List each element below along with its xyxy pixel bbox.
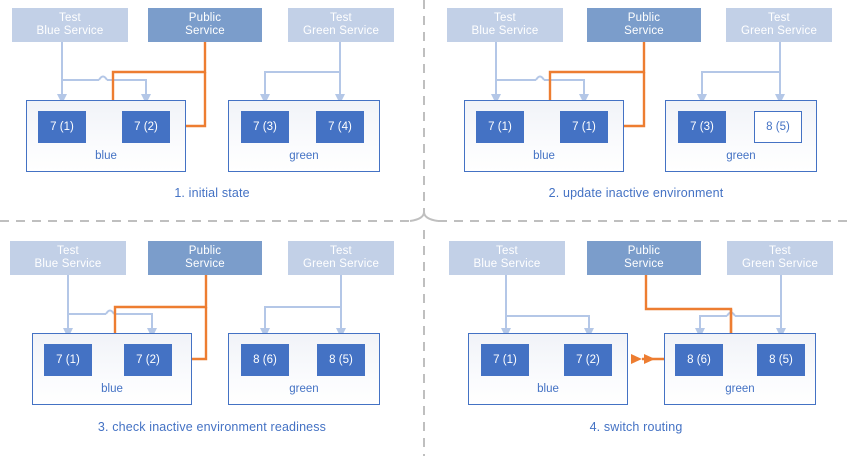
test-green-service-line1: Test [330, 11, 352, 24]
public-service-line2: Service [624, 25, 664, 37]
test-green-service-line1: Test [330, 244, 352, 257]
arrowhead-blue-1 [491, 94, 501, 104]
blue-node-2[interactable]: 7 (2) [124, 344, 172, 376]
green-node-2[interactable]: 8 (5) [317, 344, 365, 376]
public-service[interactable]: Public Service [148, 8, 262, 42]
public-service[interactable]: Public Service [587, 8, 701, 42]
test-green-service[interactable]: Test Green Service [727, 241, 833, 275]
test-green-service[interactable]: Test Green Service [726, 8, 832, 42]
green-environment-label: green [726, 150, 756, 162]
test-blue-service[interactable]: Test Blue Service [12, 8, 128, 42]
public-service[interactable]: Public Service [148, 241, 262, 275]
test-blue-service-line1: Test [494, 11, 516, 24]
arrowhead-blue-1 [57, 94, 67, 104]
test-blue-service-line2: Blue Service [471, 25, 539, 37]
panel-4: Test Blue Service Public Service Test Gr… [424, 228, 848, 456]
panel-3-caption: 3. check inactive environment readiness [97, 420, 327, 434]
green-environment-label: green [289, 383, 319, 395]
public-service-line2: Service [185, 25, 225, 37]
test-green-service-line2: Green Service [740, 25, 818, 37]
test-blue-service-line2: Blue Service [473, 258, 541, 270]
public-service-line2: Service [185, 258, 225, 270]
test-blue-service-line2: Blue Service [34, 258, 102, 270]
test-green-service-line1: Test [769, 244, 791, 257]
panel-2: Test Blue Service Public Service Test Gr… [424, 0, 848, 228]
test-blue-service[interactable]: Test Blue Service [447, 8, 563, 42]
test-blue-service[interactable]: Test Blue Service [449, 241, 565, 275]
test-green-service[interactable]: Test Green Service [288, 241, 394, 275]
test-blue-service-line1: Test [59, 11, 81, 24]
panel-3: Test Blue Service Public Service Test Gr… [0, 228, 424, 456]
blue-environment-label: blue [537, 383, 559, 395]
test-green-service-line2: Green Service [302, 25, 380, 37]
test-blue-service[interactable]: Test Blue Service [10, 241, 126, 275]
arrowhead-blue-3 [260, 94, 270, 104]
blue-node-1[interactable]: 7 (1) [476, 111, 524, 143]
test-green-service-line2: Green Service [741, 258, 819, 270]
arrowhead-orange-1 [631, 354, 642, 364]
blue-node-2[interactable]: 7 (2) [122, 111, 170, 143]
panel-1-caption: 1. initial state [174, 186, 250, 200]
green-node-1[interactable]: 8 (6) [241, 344, 289, 376]
public-service[interactable]: Public Service [587, 241, 701, 275]
green-node-2[interactable]: 7 (4) [316, 111, 364, 143]
public-service-line1: Public [188, 11, 222, 24]
panel-4-caption: 4. switch routing [589, 420, 683, 434]
blue-node-1[interactable]: 7 (1) [38, 111, 86, 143]
test-blue-service-line1: Test [57, 244, 79, 257]
green-environment-label: green [725, 383, 755, 395]
blue-environment-label: blue [533, 150, 555, 162]
panel-1: Test Blue Service Public Service Test Gr… [0, 0, 424, 228]
blue-node-1[interactable]: 7 (1) [481, 344, 529, 376]
blue-environment-label: blue [95, 150, 117, 162]
green-node-2[interactable]: 8 (5) [754, 111, 802, 143]
test-blue-service-line2: Blue Service [36, 25, 104, 37]
public-service-line1: Public [627, 11, 661, 24]
green-node-1[interactable]: 8 (6) [675, 344, 723, 376]
test-blue-service-line1: Test [496, 244, 518, 257]
test-green-service-line1: Test [768, 11, 790, 24]
arrowhead-blue-4 [335, 94, 345, 104]
blue-node-1[interactable]: 7 (1) [44, 344, 92, 376]
panel-2-caption: 2. update inactive environment [548, 186, 724, 200]
green-environment-label: green [289, 150, 319, 162]
arrowhead-blue-2 [141, 94, 151, 104]
test-green-service-line2: Green Service [302, 258, 380, 270]
public-service-line1: Public [627, 244, 661, 257]
green-node-1[interactable]: 7 (3) [241, 111, 289, 143]
test-green-service[interactable]: Test Green Service [288, 8, 394, 42]
blue-node-2[interactable]: 7 (1) [560, 111, 608, 143]
arrowhead-blue-2 [579, 94, 589, 104]
public-service-line1: Public [188, 244, 222, 257]
arrowhead-blue-4 [775, 94, 785, 104]
blue-node-2[interactable]: 7 (2) [564, 344, 612, 376]
blue-environment-label: blue [101, 383, 123, 395]
arrowhead-orange-1b [644, 354, 655, 364]
arrowhead-blue-3 [697, 94, 707, 104]
green-node-1[interactable]: 7 (3) [678, 111, 726, 143]
public-service-line2: Service [624, 258, 664, 270]
green-node-2[interactable]: 8 (5) [757, 344, 805, 376]
